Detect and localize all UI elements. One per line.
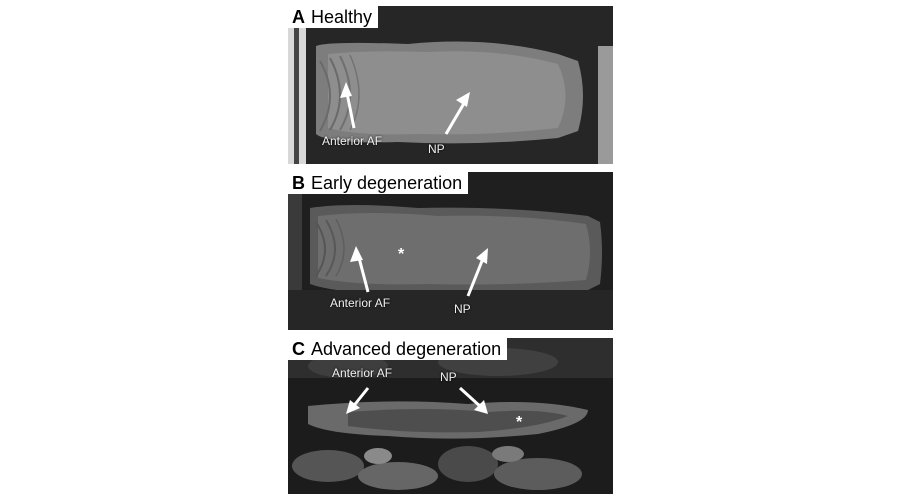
panel-b: B Early degeneration * Anterior AF NP (288, 172, 613, 330)
panel-c-title: C Advanced degeneration (288, 338, 508, 360)
panel-c-af-label: Anterior AF (332, 366, 393, 380)
panel-c-asterisk: * (516, 414, 523, 431)
panel-b-letter: B (292, 173, 305, 193)
panel-b-title: B Early degeneration (288, 172, 469, 194)
panel-c-letter: C (292, 339, 305, 359)
panel-b-title-text: Early degeneration (311, 173, 463, 193)
panel-b-mri-image (288, 172, 613, 330)
panel-c-title-text: Advanced degeneration (311, 339, 502, 359)
panel-c: C Advanced degeneration * Anterior AF NP (288, 338, 613, 494)
panel-a: A Healthy Anterior AF NP (288, 6, 613, 164)
panel-a-mri-image (288, 6, 613, 164)
panel-c-np-label: NP (440, 370, 457, 384)
panel-a-title-text: Healthy (311, 7, 373, 27)
panel-b-asterisk: * (398, 246, 405, 263)
panel-a-np-label: NP (428, 142, 445, 156)
panel-a-letter: A (292, 7, 305, 27)
panel-a-title: A Healthy (288, 6, 379, 28)
panel-c-mri-image (288, 338, 613, 494)
panel-b-np-label: NP (454, 302, 471, 316)
panel-b-af-label: Anterior AF (330, 296, 391, 310)
panel-a-af-label: Anterior AF (322, 134, 383, 148)
